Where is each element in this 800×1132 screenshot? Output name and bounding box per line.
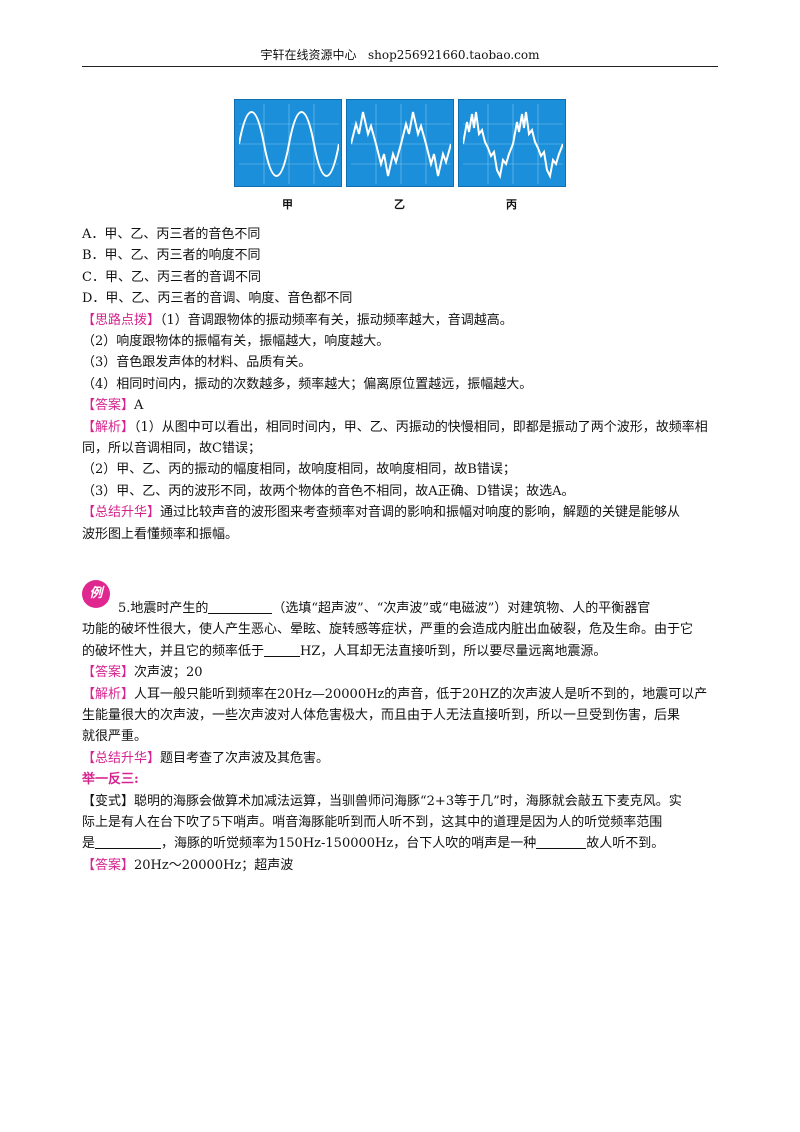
q5-summary-tag: 【总结升华】 <box>82 750 161 766</box>
summary-line-1: 通过比较声音的波形图来考查频率对音调的影响和振幅对响度的影响，解题的关键是能够从 <box>160 505 681 521</box>
question-4-body: A．甲、乙、丙三者的音色不同 B．甲、乙、丙三者的响度不同 C．甲、乙、丙三者的… <box>82 224 720 545</box>
q5-summary-text: 题目考查了次声波及其危害。 <box>160 750 330 766</box>
variant-line-3b: ，海豚的听觉频率为150Hz-150000Hz，台下人吹的哨声是一种 <box>161 836 537 852</box>
variant-answer-tag: 【答案】 <box>82 857 135 873</box>
analysis-line-4: （3）甲、乙、丙的波形不同，故两个物体的音色不相同，故A正确、D错误；故选A。 <box>82 483 575 499</box>
analysis-line-1: （1）从图中可以看出，相同时间内，甲、乙、丙振动的快慢相同，即都是振动了两个波形… <box>134 419 708 435</box>
tip-line-2: （2）响度跟物体的振幅有关，振幅越大，响度越大。 <box>82 334 390 350</box>
q5-analysis-line-3: 就很严重。 <box>82 729 148 745</box>
variant-blank-1 <box>95 834 162 850</box>
tip-line-1: （1）音调跟物体的振动频率有关，振动频率越大，音调越高。 <box>160 312 513 328</box>
option-d: D．甲、乙、丙三者的音调、响度、音色都不同 <box>82 291 353 307</box>
variant-heading: 举一反三: <box>82 772 139 788</box>
variant-line-1: 聪明的海豚会做算术加减法运算，当驯兽师问海豚“2+3等于几”时，海豚就会敲五下麦… <box>134 793 682 809</box>
waveform-yi <box>351 104 451 184</box>
q5-stem-line-3b: HZ，人耳却无法直接听到，所以要尽量远离地震源。 <box>300 643 607 659</box>
analysis-tag: 【解析】 <box>82 419 135 435</box>
tip-line-4: （4）相同时间内，振动的次数越多，频率越大；偏离原位置越远，振幅越大。 <box>82 376 533 392</box>
analysis-line-3: （2）甲、乙、丙的振动的幅度相同，故响度相同，故响度相同，故B错误； <box>82 462 516 478</box>
analysis-line-2: 同，所以音调相同，故C错误； <box>82 441 261 457</box>
scope-yi <box>346 99 454 187</box>
q5-blank-2 <box>264 642 301 657</box>
option-a: A．甲、乙、丙三者的音色不同 <box>82 227 261 242</box>
q5-analysis-line-1: 人耳一般只能听到频率在20Hz—20000Hz的声音，低于20HZ的次声波人是听… <box>134 686 708 702</box>
summary-tag: 【总结升华】 <box>82 505 161 521</box>
summary-line-2: 波形图上看懂频率和振幅。 <box>82 526 239 542</box>
variant-line-3a: 是 <box>82 836 96 852</box>
tip-line-3: （3）音色跟发声体的材料、品质有关。 <box>82 355 312 371</box>
scope-bing <box>458 99 566 187</box>
q5-answer-value: 次声波；20 <box>134 665 203 681</box>
page-header: 宇轩在线资源中心 shop256921660.taobao.com <box>82 46 718 67</box>
q5-stem-a: 5.地震时产生的 <box>118 601 209 616</box>
header-site-name: 宇轩在线资源中心 <box>260 48 357 62</box>
q5-answer-tag: 【答案】 <box>82 665 135 681</box>
option-b: B．甲、乙、丙三者的响度不同 <box>82 248 261 264</box>
waveform-bing <box>463 104 563 184</box>
variant-answer-value: 20Hz～20000Hz；超声波 <box>134 857 294 873</box>
question-5-body: 5.地震时产生的 （选填“超声波”、“次声波”或“电磁波”）对建筑物、人的平衡器官… <box>82 581 720 876</box>
q5-stem-line-3a: 的破坏性大，并且它的频率低于 <box>82 643 265 659</box>
q5-stem-b: （选填“超声波”、“次声波”或“电磁波”）对建筑物、人的平衡器官 <box>272 601 651 616</box>
q5-blank-1 <box>208 599 273 614</box>
variant-line-3c: 故人听不到。 <box>586 836 665 852</box>
q5-analysis-tag: 【解析】 <box>82 686 135 702</box>
figure-label-bing: 丙 <box>506 198 517 211</box>
q5-analysis-line-2: 生能量很大的次声波，一些次声波对人体危害极大，而且由于人无法直接听到，所以一旦受… <box>82 708 681 724</box>
figure-label-yi: 乙 <box>394 198 405 211</box>
example-badge-icon: 例 <box>82 580 110 608</box>
variant-tag: 【变式】 <box>82 793 135 809</box>
header-shop-url: shop256921660.taobao.com <box>367 48 540 62</box>
tip-tag: 【思路点拨】 <box>82 312 161 328</box>
option-c: C．甲、乙、丙三者的音调不同 <box>82 269 261 285</box>
waveform-jia <box>239 104 339 184</box>
answer-tag: 【答案】 <box>82 398 135 414</box>
q5-stem-line-2: 功能的破坏性很大，使人产生恶心、晕眩、旋转感等症状，严重的会造成内脏出血破裂，危… <box>82 622 694 638</box>
variant-blank-2 <box>536 834 587 850</box>
variant-line-2: 际上是有人在台下吹了5下哨声。哨音海豚能听到而人听不到，这其中的道理是因为人的听… <box>82 815 663 831</box>
figure-label-jia: 甲 <box>282 198 293 211</box>
oscilloscope-figure <box>234 99 566 187</box>
scope-jia <box>234 99 342 187</box>
answer-value: A <box>134 398 144 414</box>
